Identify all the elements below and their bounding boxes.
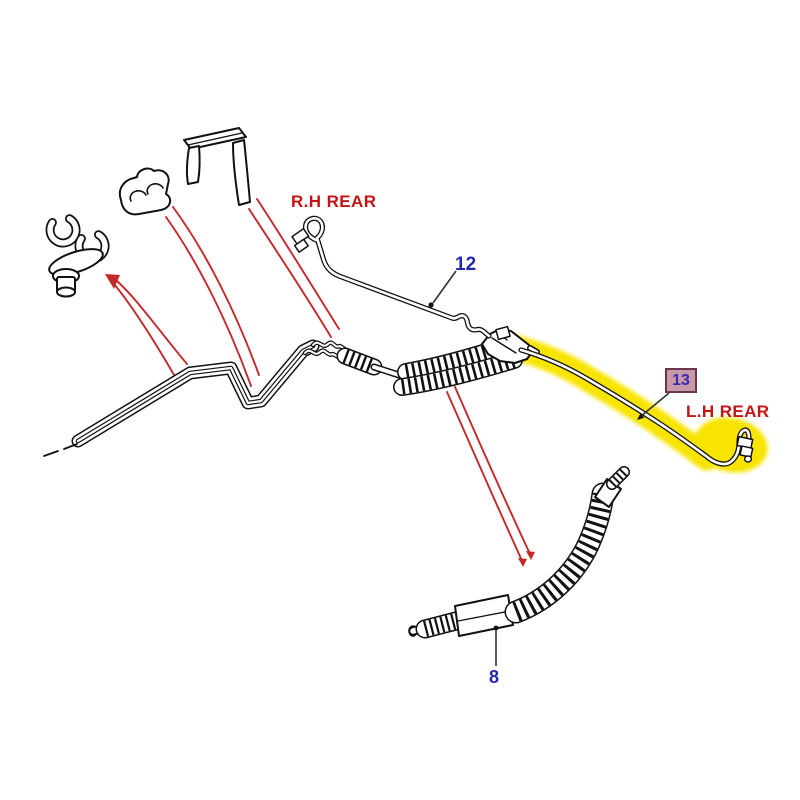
annotation-lh-rear: L.H REAR	[686, 402, 770, 421]
clip-u-bracket	[183, 127, 251, 206]
annotation-rh-rear: R.H REAR	[291, 192, 377, 211]
fitting-tip	[743, 455, 753, 463]
leader-hose	[446, 386, 535, 567]
bleed-screw	[495, 325, 511, 341]
union-nut	[739, 445, 754, 458]
leader-8-dot	[493, 625, 499, 631]
arrowhead	[526, 551, 535, 560]
callout-13-label: 13	[672, 371, 690, 389]
clip-double-pipe	[45, 214, 110, 298]
pipe-12-rh-rear	[291, 218, 489, 336]
clip-saddle-clamp	[118, 167, 172, 216]
red-leader-curves	[105, 198, 535, 567]
pipe-bundle	[43, 346, 313, 457]
callout-13-selected[interactable]: 13	[665, 368, 697, 393]
callout-leaders	[428, 270, 670, 666]
leader-13-arrow	[637, 413, 645, 420]
callout-12[interactable]: 12	[455, 254, 477, 275]
ribbed-sleeve	[345, 356, 409, 381]
leader-12-dot	[428, 302, 434, 308]
leader-clip1	[105, 274, 188, 381]
dashed-continuation	[43, 443, 78, 457]
leader-12	[432, 270, 457, 304]
pipe-squiggles	[302, 340, 352, 363]
arrowhead	[518, 558, 527, 567]
callout-8[interactable]: 8	[489, 667, 500, 687]
pipe-13-lh-rear	[521, 350, 754, 464]
arrowhead	[105, 274, 120, 289]
flexible-hose-8	[408, 472, 624, 636]
union-nut	[293, 238, 309, 253]
junction-block	[481, 325, 540, 364]
leader-13	[639, 392, 670, 418]
leader-clip3	[248, 198, 340, 338]
leader-clip2	[165, 206, 260, 387]
